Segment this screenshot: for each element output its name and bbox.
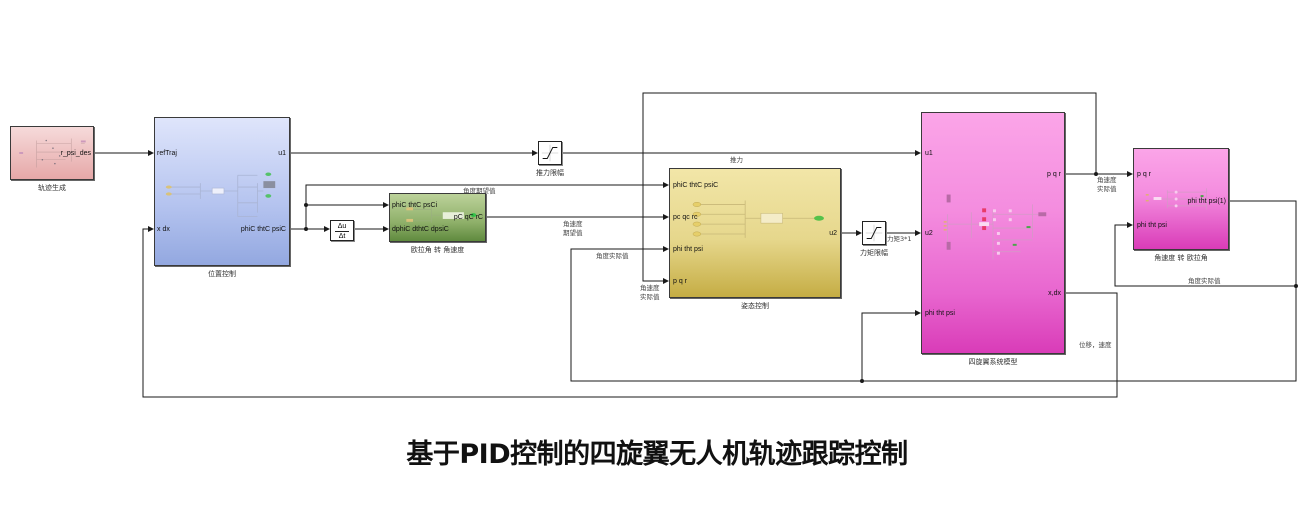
diagram-title: 基于PID控制的四旋翼无人机轨迹跟踪控制 <box>406 439 908 470</box>
rate-to-euler-label: 角速度 转 欧拉角 <box>1154 254 1208 262</box>
port-angle-out: phi tht psi(1) <box>1187 198 1226 205</box>
port-x-dx: x dx <box>157 226 170 233</box>
port-ref-traj: refTraj <box>157 150 177 157</box>
position-control-block[interactable]: refTraj x dx u1 phiC thtC psiC <box>154 117 290 266</box>
quad-model-label: 四旋翼系统模型 <box>968 358 1018 366</box>
junction-dot <box>1294 284 1298 288</box>
saturation-icon <box>865 224 883 242</box>
wire-label-rate-desired-2: 期望值 <box>563 229 583 237</box>
wire-euler-actual[interactable] <box>570 200 1297 382</box>
trajectory-label: 轨迹生成 <box>38 184 66 192</box>
junction-dot <box>304 203 308 207</box>
attitude-control-block[interactable]: phiC thtC psiC pc qc rc phi tht psi p q … <box>669 168 841 298</box>
attitude-control-label: 姿态控制 <box>741 302 769 310</box>
port-r-psi-des: r_psi_des <box>60 150 91 157</box>
port-angle-cmd-in: phiC thtC psCi <box>392 202 438 209</box>
torque-signal-label: 力矩3*1 <box>887 235 912 243</box>
wire-label-rate-actual-left-1: 角速度 <box>640 284 660 292</box>
port-x-dx-out: x,dx <box>1048 290 1061 297</box>
junction-dot <box>304 227 308 231</box>
port-u1: u1 <box>278 150 286 157</box>
port-angle-cmd: phiC thtC psiC <box>673 182 719 189</box>
port-angle-cmd: phiC thtC psiC <box>240 226 286 233</box>
wire-label-rate-desired-1: 角速度 <box>563 220 583 228</box>
saturation-icon <box>541 144 559 162</box>
derivative-block[interactable]: Δu Δt <box>330 220 354 241</box>
wire-label-rate-actual-right-2: 实际值 <box>1097 185 1117 193</box>
derivative-numerator: Δu <box>335 222 349 232</box>
wire-label-rate-actual-right-1: 角速度 <box>1097 176 1117 184</box>
wire-euler-to-rate-block[interactable] <box>1114 222 1296 287</box>
subsystem-preview-icon <box>165 172 276 218</box>
port-pqr: p q r <box>673 278 688 285</box>
wire-state-feedback[interactable] <box>142 226 1118 398</box>
thrust-limit-saturation[interactable] <box>538 141 562 165</box>
port-u2: u2 <box>925 230 933 237</box>
wire-label-thrust: 推力 <box>730 156 743 164</box>
wire-pqr-feedback[interactable] <box>642 92 1097 284</box>
port-angle-actual: phi tht psi <box>673 246 703 253</box>
position-control-label: 位置控制 <box>208 270 236 278</box>
quad-model-block[interactable]: u1 u2 phi tht psi p q r x,dx <box>921 112 1065 354</box>
euler-to-rate-label: 欧拉角 转 角速度 <box>410 246 465 254</box>
subsystem-preview-icon <box>406 207 477 223</box>
junction-dot <box>860 379 864 383</box>
port-angle-actual: phi tht psi <box>925 310 955 317</box>
wire-label-angle-actual-right: 角度实际值 <box>1188 277 1221 285</box>
subsystem-preview-icon <box>692 200 824 238</box>
port-rate-cmd-out: pC qC rC <box>453 214 483 221</box>
wire-label-angle-desired: 角度期望值 <box>463 187 496 195</box>
port-pqr-out: p q r <box>1046 171 1061 178</box>
wire-label-rate-actual-left-2: 实际值 <box>640 293 660 301</box>
rate-to-euler-block[interactable]: p q r phi tht psi phi tht psi(1) <box>1133 148 1229 250</box>
wire-euler-to-plant[interactable] <box>861 310 921 381</box>
subsystem-preview-icon <box>1145 188 1207 210</box>
subsystem-preview-icon <box>943 194 1047 260</box>
port-pqr-in: p q r <box>1137 171 1152 178</box>
port-u2: u2 <box>829 230 837 237</box>
port-angle-in: phi tht psi <box>1137 222 1167 229</box>
port-u1: u1 <box>925 150 933 157</box>
thrust-limit-label: 推力限幅 <box>536 169 564 177</box>
subsystem-preview-icon <box>19 138 86 168</box>
port-rate-cmd: pc qc rc <box>673 214 698 221</box>
wire-label-displacement-velocity: 位移，速度 <box>1079 341 1112 349</box>
derivative-denominator: Δt <box>338 233 346 240</box>
euler-to-rate-block[interactable]: phiC thtC psCi dphiC dthtC dpsiC pC qC r… <box>389 193 486 242</box>
port-angle-rate-in: dphiC dthtC dpsiC <box>392 226 449 233</box>
torque-limit-label: 力矩限幅 <box>860 249 888 257</box>
junction-dot <box>1094 172 1098 176</box>
torque-limit-saturation[interactable] <box>862 221 886 245</box>
trajectory-block[interactable]: r_psi_des <box>10 126 94 180</box>
wire-label-angle-actual-left: 角度实际值 <box>596 252 629 260</box>
